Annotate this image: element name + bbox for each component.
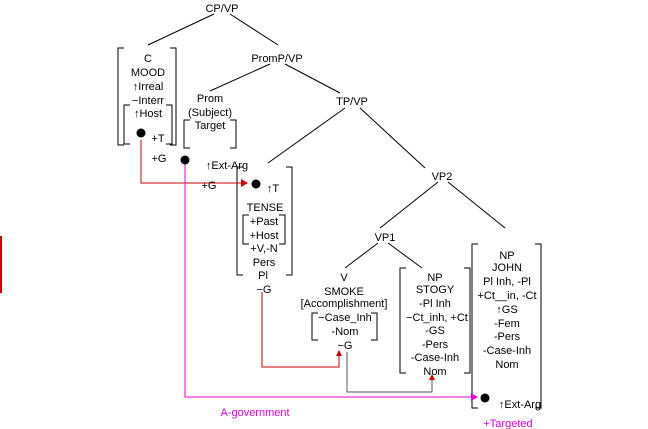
- v-feature: [Accomplishment]: [301, 298, 388, 310]
- john-feature: -Fem: [494, 318, 520, 330]
- prom-feature: ↑Ext-Arg: [206, 160, 248, 172]
- v-node: V SMOKE [Accomplishment] −Case_Inh -Nom …: [301, 272, 388, 352]
- tree-branches: [147, 13, 506, 269]
- stogy-feature: -GS: [425, 325, 445, 337]
- prom-feature: Target: [195, 120, 226, 132]
- john-feature: JOHN: [492, 262, 522, 274]
- john-feature: -Case-Inh: [483, 345, 531, 357]
- v-label: V: [340, 272, 348, 284]
- c-node: C MOOD ↑Irreal −Interr ↑Host +T +G: [131, 53, 167, 165]
- stogy-feature: Nom: [423, 366, 446, 378]
- t-feature: +V,-N: [250, 243, 277, 255]
- stogy-feature: -Case-Inh: [411, 352, 459, 364]
- t-feature: +Past: [250, 216, 278, 228]
- john-label: NP: [499, 250, 514, 262]
- v-feature: -Nom: [332, 326, 359, 338]
- john-node: NP JOHN Pl Inh, -Pl +Ct__in, -Ct ↑GS -Fe…: [478, 250, 542, 411]
- john-feature: Pl Inh, -Pl: [483, 276, 531, 288]
- john-feature: ↑Ext-Arg: [499, 399, 541, 411]
- prom-node: Prom (Subject) Target ↑Ext-Arg +G: [188, 93, 248, 192]
- node-tpvp: TP/VP: [336, 96, 368, 108]
- t-feature: Pers: [253, 257, 276, 269]
- links: [0, 140, 476, 398]
- john-feature: Nom: [495, 359, 518, 371]
- john-feature: -Pers: [494, 331, 521, 343]
- john-feature: ↑GS: [496, 304, 517, 316]
- prom-feature: +G: [202, 180, 217, 192]
- prom-feature: (Subject): [188, 107, 232, 119]
- t-feature: Pl: [258, 270, 268, 282]
- stogy-feature: -Pers: [422, 339, 449, 351]
- c-feature: ↑Irreal: [133, 81, 164, 93]
- stogy-feature: -Pl Inh: [419, 298, 451, 310]
- arrowheads: [241, 179, 478, 401]
- node-vp1: VP1: [375, 232, 396, 244]
- stogy-label: NP: [427, 272, 442, 284]
- node-cpvp: CP/VP: [205, 3, 238, 15]
- feature-brackets: [117, 47, 542, 409]
- c-feature: −Interr: [132, 95, 164, 107]
- dots: [136, 128, 490, 403]
- prom-label: Prom: [197, 93, 223, 105]
- t-feature: −G: [257, 284, 272, 296]
- t-feature: +Host: [249, 230, 278, 242]
- stogy-node: NP STOGY -Pl Inh −Ct_inh, +Ct -GS -Pers …: [406, 272, 468, 378]
- stogy-feature: STOGY: [416, 284, 455, 296]
- c-feature: ↑Host: [134, 108, 162, 120]
- node-prompvp: PromP/VP: [251, 53, 302, 65]
- c-feature: +T: [151, 133, 164, 145]
- c-feature: +G: [152, 153, 167, 165]
- v-feature: −Case_Inh: [318, 312, 372, 324]
- t-node: ↑T TENSE +Past +Host +V,-N Pers Pl −G: [247, 183, 284, 296]
- a-government-label: A-government: [220, 407, 289, 419]
- node-vp2: VP2: [432, 171, 453, 183]
- john-feature: +Ct__in, -Ct: [478, 290, 537, 302]
- c-feature: MOOD: [131, 67, 165, 79]
- v-feature: SMOKE: [324, 286, 364, 298]
- t-label: TENSE: [247, 202, 284, 214]
- v-feature: −G: [338, 340, 353, 352]
- stogy-feature: −Ct_inh, +Ct: [406, 312, 468, 324]
- targeted-label: +Targeted: [483, 418, 532, 429]
- c-label: C: [144, 53, 152, 65]
- t-feature: ↑T: [267, 183, 280, 195]
